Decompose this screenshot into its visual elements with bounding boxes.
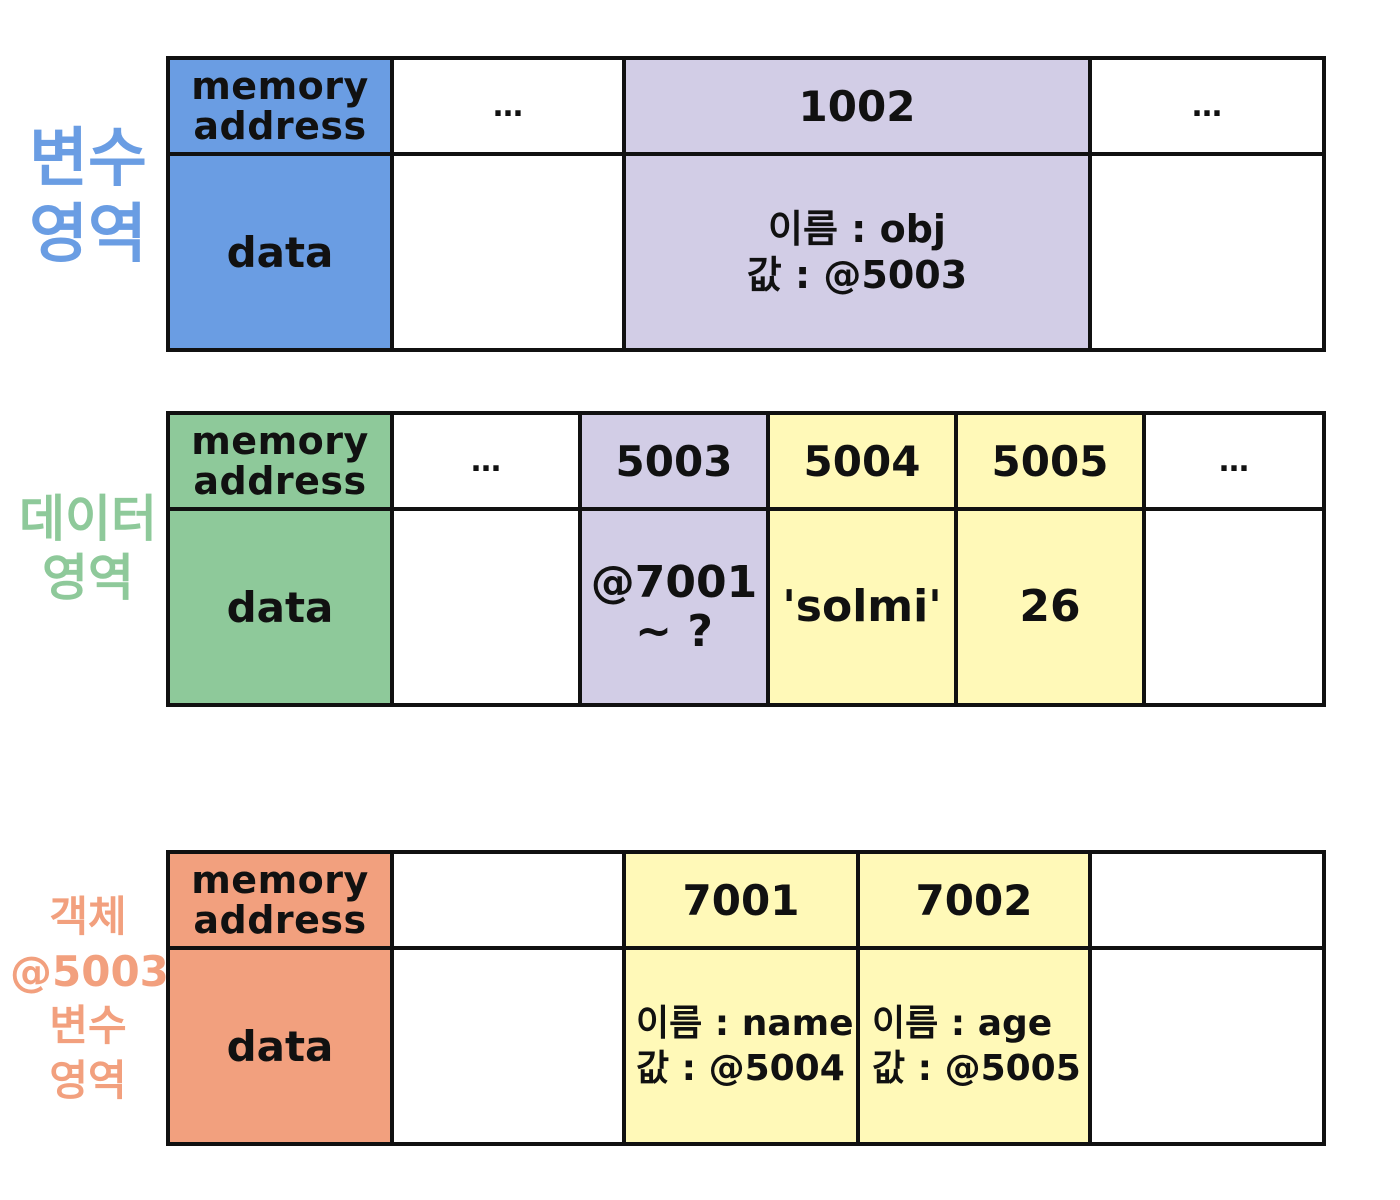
- data-line-range: ~ ?: [635, 606, 713, 657]
- data-area-header-address: memory address: [166, 411, 394, 511]
- variable-area-data-cell-3: [1088, 152, 1326, 352]
- variable-area-label-line-1: 변수: [29, 122, 147, 196]
- object-area-label-line-4: 영역: [49, 1055, 127, 1105]
- object-area-address-cell-2: 7001: [622, 850, 860, 950]
- variable-area-data-cell-2: 이름 : obj 값 : @5003: [622, 152, 1092, 352]
- variable-area-address-cell-2: 1002: [622, 56, 1092, 156]
- object-area-label-line-2: @5003: [10, 946, 169, 996]
- object-area-label: 객체 @5003 변수 영역: [10, 890, 169, 1108]
- data-area-data-cell-1: [390, 507, 582, 707]
- object-area-address-cell-3: 7002: [856, 850, 1092, 950]
- object-area-data-cell-3: 이름 : age 값 : @5005: [856, 946, 1092, 1146]
- variable-area-header-data: data: [166, 152, 394, 352]
- data-area-data-cell-5: [1142, 507, 1326, 707]
- data-line-value: 값 : @5003: [746, 253, 968, 297]
- data-area-address-cell-4: 5005: [954, 411, 1146, 511]
- data-line-value: 값 : @5004: [636, 1048, 845, 1089]
- header-address-line-2: address: [193, 459, 367, 503]
- variable-area-address-cell-3: …: [1088, 56, 1326, 156]
- data-area-data-cell-2: @7001 ~ ?: [578, 507, 770, 707]
- object-area-address-cell-1: [390, 850, 626, 950]
- data-area-address-cell-5: …: [1142, 411, 1326, 511]
- header-address-line-2: address: [193, 898, 367, 942]
- data-area-data-cell-3: 'solmi': [766, 507, 958, 707]
- object-area-data-cell-1: [390, 946, 626, 1146]
- header-address-line-1: memory: [191, 858, 369, 902]
- data-line-value: 값 : @5005: [872, 1048, 1081, 1089]
- data-line-number: 26: [1019, 581, 1081, 633]
- object-area-header-data: data: [166, 946, 394, 1146]
- object-area-label-line-1: 객체: [49, 892, 127, 941]
- data-area-table: memory address … 5003 5004 5005 … data @…: [166, 411, 1326, 707]
- header-address-line-1: memory: [191, 64, 369, 108]
- object-area-table: memory address 7001 7002 data 이름 : name …: [166, 850, 1326, 1146]
- variable-area-address-cell-1: …: [390, 56, 626, 156]
- object-area-data-cell-2: 이름 : name 값 : @5004: [622, 946, 860, 1146]
- variable-area-label-line-2: 영역: [29, 197, 147, 272]
- variable-area-header-address: memory address: [166, 56, 394, 156]
- data-area-label-line-1: 데이터: [19, 490, 157, 548]
- variable-area-table: memory address … 1002 … data 이름 : obj 값 …: [166, 56, 1326, 352]
- object-area-label-line-3: 변수: [49, 1001, 127, 1051]
- data-area-label: 데이터 영역: [10, 490, 166, 608]
- header-address-line-2: address: [193, 104, 367, 148]
- variable-area-label: 변수 영역: [10, 122, 166, 273]
- data-area-header-data: data: [166, 507, 394, 707]
- data-area-label-line-2: 영역: [42, 549, 134, 607]
- object-area-data-cell-4: [1088, 946, 1326, 1146]
- header-address-line-1: memory: [191, 419, 369, 463]
- variable-area-data-cell-1: [390, 152, 626, 352]
- data-area-address-cell-2: 5003: [578, 411, 770, 511]
- data-line-name: 이름 : name: [636, 1003, 854, 1044]
- object-area-header-address: memory address: [166, 850, 394, 950]
- object-area-address-cell-4: [1088, 850, 1326, 950]
- data-line-name: 이름 : age: [872, 1003, 1053, 1044]
- data-area-address-cell-3: 5004: [766, 411, 958, 511]
- data-line-name: 이름 : obj: [768, 206, 946, 251]
- data-line-string: 'solmi': [782, 581, 942, 633]
- data-area-address-cell-1: …: [390, 411, 582, 511]
- data-area-data-cell-4: 26: [954, 507, 1146, 707]
- data-line-pointer: @7001: [590, 556, 758, 608]
